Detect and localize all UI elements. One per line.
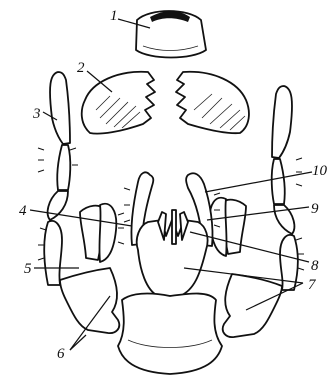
label-2: 2	[77, 60, 85, 76]
mandible-left	[82, 72, 155, 134]
label-8: 8	[311, 258, 319, 274]
label-4: 4	[19, 203, 27, 219]
label-9: 9	[311, 201, 319, 217]
label-3: 3	[32, 106, 41, 122]
label-7: 7	[308, 277, 317, 293]
mandible-right	[176, 72, 249, 133]
label-5: 5	[24, 261, 32, 277]
label-1: 1	[110, 8, 118, 24]
labium	[118, 172, 222, 374]
label-6: 6	[57, 346, 65, 362]
labrum-part	[136, 11, 206, 58]
label-10: 10	[312, 163, 328, 179]
